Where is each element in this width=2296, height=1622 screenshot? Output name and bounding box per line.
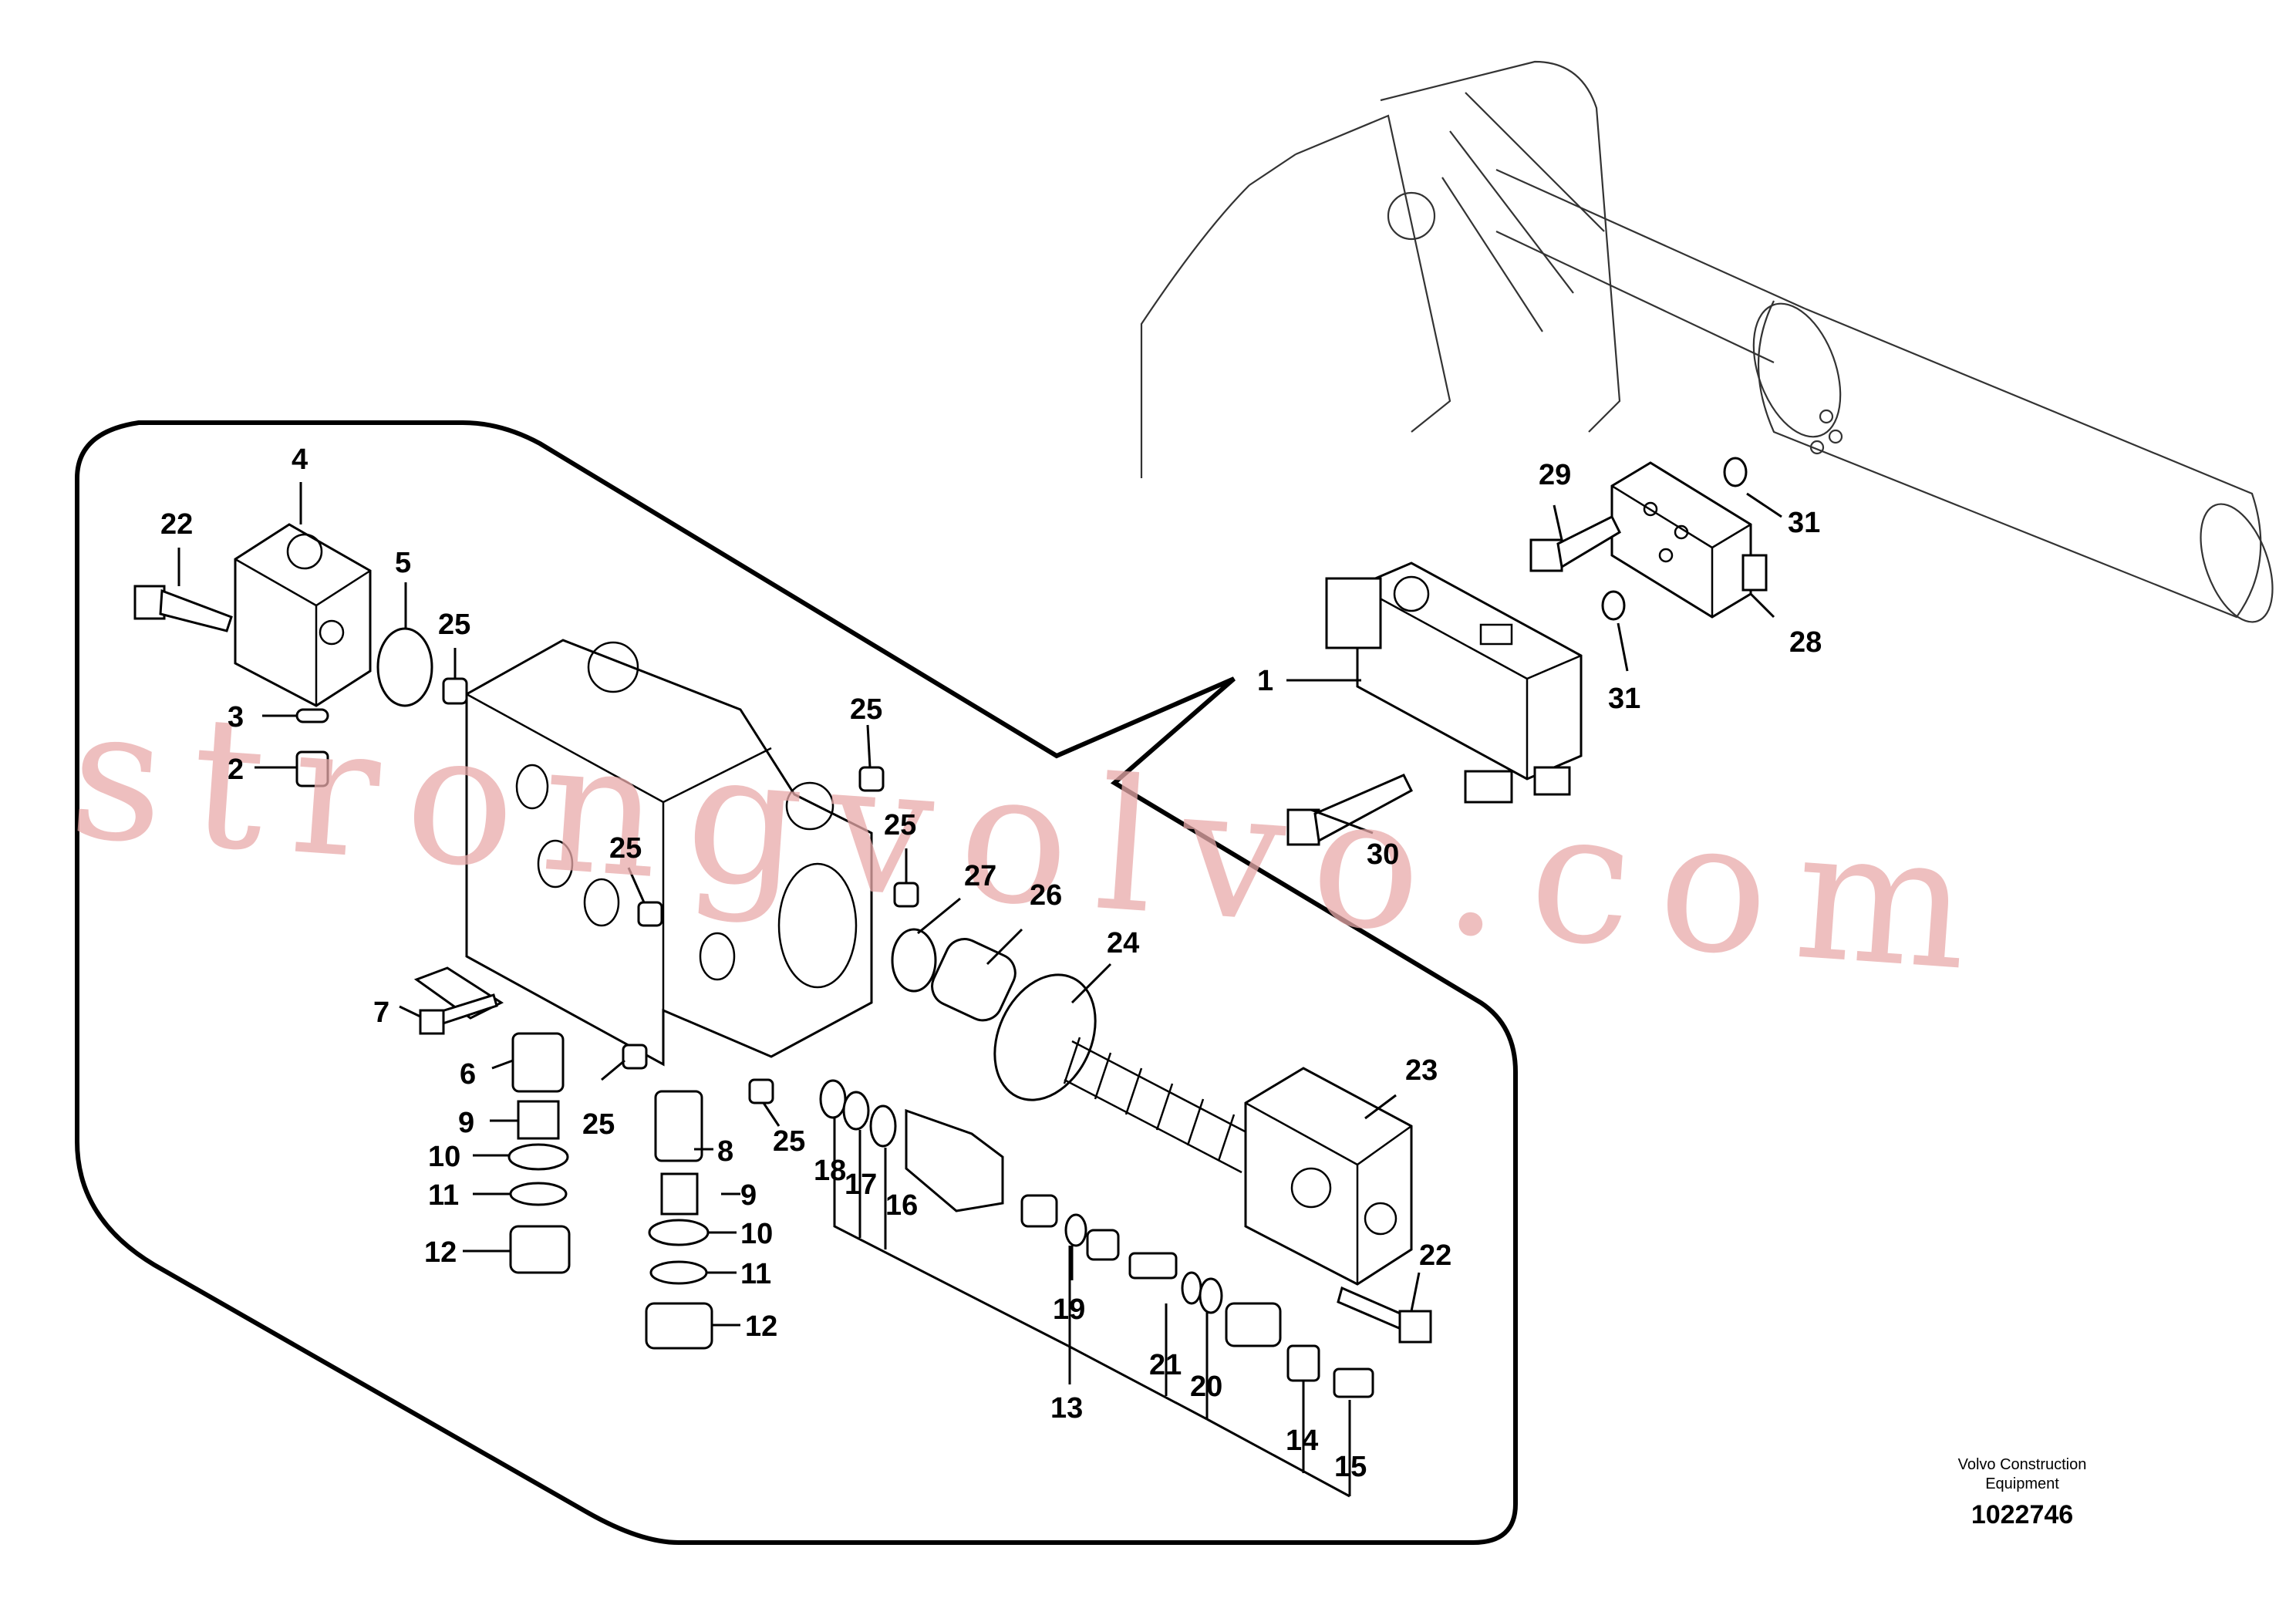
callout-labels: 1 2 3 4 5 6 7 8 9 9 10 10 11 11 12 12 13… bbox=[160, 443, 1822, 1483]
callout-23: 23 bbox=[1405, 1054, 1438, 1087]
end-cover-4 bbox=[234, 523, 372, 707]
callout-25c: 25 bbox=[884, 809, 916, 841]
spring-set bbox=[1063, 1037, 1250, 1174]
callout-12a: 12 bbox=[424, 1236, 457, 1269]
adapter-block bbox=[1610, 461, 1768, 619]
valve-assembly-external bbox=[1325, 561, 1583, 804]
spring-9-right bbox=[660, 1172, 699, 1216]
cap-screw-22-lower bbox=[1337, 1286, 1432, 1344]
plug-25-f bbox=[748, 1078, 774, 1104]
lock-nut-14 bbox=[1286, 1344, 1320, 1382]
callout-10a: 10 bbox=[428, 1141, 460, 1173]
callout-25b: 25 bbox=[850, 693, 882, 726]
adjusting-screw-15 bbox=[1333, 1367, 1374, 1398]
callout-2: 2 bbox=[228, 754, 244, 786]
spool-8 bbox=[654, 1090, 703, 1162]
o-ring-16 bbox=[869, 1104, 897, 1148]
callout-22a: 22 bbox=[160, 508, 193, 541]
callout-4: 4 bbox=[292, 443, 308, 476]
pilot-spring bbox=[1128, 1252, 1178, 1280]
callout-24: 24 bbox=[1107, 927, 1139, 959]
callout-1: 1 bbox=[1257, 665, 1273, 697]
o-ring-17 bbox=[842, 1091, 870, 1131]
callout-22b: 22 bbox=[1419, 1239, 1451, 1272]
callout-6: 6 bbox=[460, 1058, 476, 1091]
callout-16: 16 bbox=[885, 1189, 918, 1222]
callout-9b: 9 bbox=[740, 1179, 757, 1212]
detail-balloon-outline bbox=[75, 420, 1518, 1545]
callout-15: 15 bbox=[1334, 1451, 1367, 1483]
callout-10b: 10 bbox=[740, 1218, 773, 1250]
callout-25f: 25 bbox=[773, 1125, 805, 1158]
callout-31a: 31 bbox=[1788, 507, 1820, 539]
callout-29: 29 bbox=[1539, 459, 1571, 491]
plug-12-right bbox=[645, 1302, 713, 1350]
callout-20: 20 bbox=[1190, 1371, 1222, 1403]
piston-27 bbox=[891, 928, 937, 993]
end-cover-23 bbox=[1244, 1067, 1413, 1286]
plate-7 bbox=[413, 966, 504, 1035]
callout-25e: 25 bbox=[582, 1108, 615, 1141]
plug-12-left bbox=[509, 1225, 571, 1274]
callout-17: 17 bbox=[845, 1168, 877, 1201]
callout-28: 28 bbox=[1789, 626, 1822, 659]
watermark: strongvolvo.com bbox=[64, 668, 2003, 1013]
o-ring-11-right bbox=[649, 1260, 708, 1285]
publisher-line-2: Equipment bbox=[1985, 1475, 2059, 1492]
poppet bbox=[1086, 1229, 1120, 1261]
spool-6 bbox=[511, 1032, 565, 1093]
callout-13: 13 bbox=[1050, 1392, 1083, 1425]
cap-screw-22-upper bbox=[133, 585, 233, 632]
valve-mount-screw bbox=[1286, 774, 1413, 846]
publisher-line-1: Volvo Construction bbox=[1958, 1456, 2087, 1473]
callout-12b: 12 bbox=[745, 1310, 777, 1343]
o-ring-11-left bbox=[509, 1182, 568, 1206]
spring-9-left bbox=[517, 1100, 560, 1140]
callout-5: 5 bbox=[395, 547, 411, 579]
callout-18: 18 bbox=[814, 1155, 846, 1187]
callout-3: 3 bbox=[228, 701, 244, 733]
boom-arm-illustration bbox=[1140, 60, 2274, 623]
o-ring-upper bbox=[1723, 457, 1748, 487]
o-ring-20 bbox=[1199, 1277, 1223, 1314]
leader-lines bbox=[177, 482, 1782, 1498]
callout-21: 21 bbox=[1149, 1349, 1182, 1381]
callout-7: 7 bbox=[373, 996, 389, 1029]
callout-27: 27 bbox=[964, 860, 996, 892]
plug-25-d bbox=[637, 901, 663, 927]
illustration-number: 1022746 bbox=[1971, 1500, 2073, 1529]
callout-11a: 11 bbox=[428, 1179, 459, 1212]
callout-14: 14 bbox=[1286, 1425, 1318, 1457]
o-ring-18 bbox=[819, 1079, 847, 1119]
plug-2 bbox=[295, 750, 329, 787]
adapter-mount-screw bbox=[1529, 514, 1621, 572]
callout-30: 30 bbox=[1367, 838, 1399, 871]
callout-31b: 31 bbox=[1608, 683, 1640, 715]
footer: Volvo Construction Equipment 1022746 bbox=[1958, 1456, 2087, 1529]
callout-25d: 25 bbox=[609, 832, 642, 865]
poppet-seat bbox=[1020, 1194, 1058, 1228]
o-ring-10-left bbox=[507, 1143, 569, 1171]
adjusting-plug bbox=[1225, 1302, 1282, 1347]
plug-25-b bbox=[858, 766, 885, 792]
callout-8: 8 bbox=[717, 1135, 733, 1168]
callout-26: 26 bbox=[1030, 879, 1062, 912]
sleeve-26 bbox=[931, 938, 1017, 1022]
callout-25a: 25 bbox=[438, 609, 470, 641]
relief-valve-body bbox=[905, 1108, 1004, 1212]
callout-11b: 11 bbox=[740, 1258, 771, 1290]
callout-19: 19 bbox=[1053, 1293, 1085, 1326]
valve-housing bbox=[465, 639, 873, 1067]
o-ring-19 bbox=[1064, 1213, 1087, 1247]
callout-9a: 9 bbox=[458, 1107, 474, 1139]
o-ring-lower bbox=[1601, 590, 1626, 621]
plug-25-e bbox=[622, 1044, 648, 1070]
o-ring-10-right bbox=[648, 1219, 710, 1246]
o-ring-21 bbox=[1181, 1271, 1202, 1305]
